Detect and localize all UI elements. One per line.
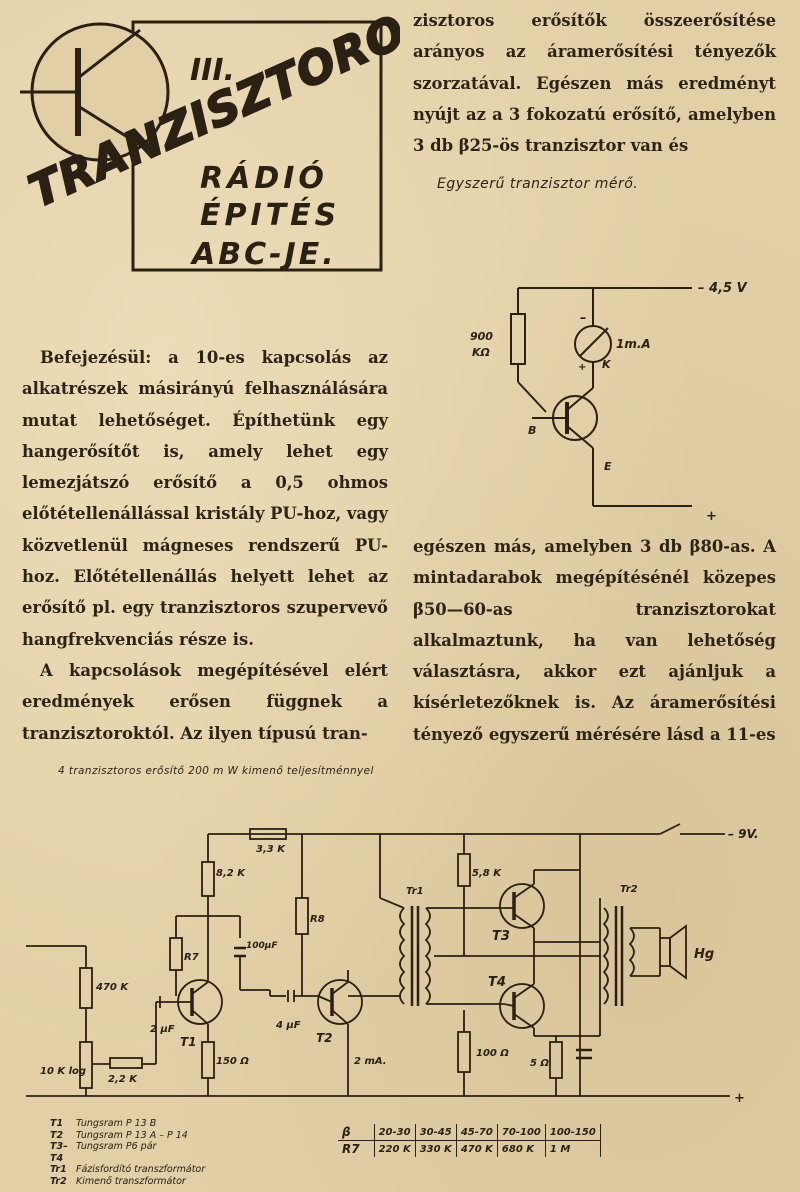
logo-word-radio: RÁDIÓ [200,159,328,196]
meter-schematic: – 4,5 V 900 KΩ 1m.A K B E + – + [470,281,748,524]
hg-label: Hg [694,947,714,962]
meter-caption: Egyszerű tranzisztor mérő. [437,176,639,192]
beta-resistor-table: β 20-30 30-45 45-70 70-100 100-150 R7 22… [338,1124,601,1157]
r8-label: R8 [310,914,325,925]
r7-label: R7 [184,952,199,963]
meter-plus: + [578,362,586,373]
base-label: B [528,424,536,437]
neg9-label: – 9V. [728,827,759,841]
c100-label: 100μF [246,941,278,951]
plus-rail-label: + [734,1091,745,1106]
t2-label: T2 [316,1031,333,1045]
paragraph: A kapcsolások megépítésével elért eredmé… [22,660,388,743]
t4-label: T4 [488,975,506,990]
logo-word-epites: ÉPITÉS [200,197,340,233]
r100-label: 100 Ω [476,1048,509,1059]
c2-label: 2 μF [150,1024,175,1035]
r10k-label: 10 K log [40,1066,86,1077]
tr1-label: Tr1 [406,886,424,897]
c4-label: 4 μF [275,1020,301,1031]
voltage-label: – 4,5 V [698,281,748,296]
resistor-unit: KΩ [472,346,490,359]
article-text-top-right: zisztoros erősítők összeerősítése arányo… [413,5,776,161]
r5-label: 5 Ω [530,1058,549,1069]
emitter-label: E [604,460,612,473]
r82-label: 8,2 K [216,868,246,879]
logo-number: III. [190,53,235,88]
table-row: R7 220 K 330 K 470 K 680 K 1 M [338,1140,601,1157]
amplifier-schematic: 3,3 K – 9V. 8,2 K R7 R8 100μF 5,8 K Tr1 … [26,823,759,1106]
title-logo: III. TRANZISZTOROS RÁDIÓ ÉPITÉS ABC-JE. [20,0,400,272]
ma2-label: 2 mA. [354,1056,387,1067]
r470-label: 470 K [95,982,129,993]
table-row: β 20-30 30-45 45-70 70-100 100-150 [338,1124,601,1141]
paragraph: egészen más, amelyben 3 db β80-as. A min… [413,537,776,744]
plus-label: + [706,509,717,524]
r150-label: 150 Ω [216,1056,249,1067]
meter-label: 1m.A [616,337,651,351]
paragraph: Befejezésül: a 10-es kapcsolás az alkatr… [22,348,389,649]
amplifier-caption: 4 tranzisztoros erősítő 200 m W kimenő t… [58,765,374,777]
resistor-label: 900 [470,330,493,343]
article-text-right-bottom: egészen más, amelyben 3 db β80-as. A min… [413,531,776,750]
t1-label: T1 [180,1035,197,1049]
r58-label: 5,8 K [472,868,502,879]
meter-minus: – [580,311,587,326]
r22-label: 2,2 K [108,1074,138,1085]
logo-word-abc: ABC-JE. [190,237,337,272]
t3-label: T3 [492,929,510,944]
article-text-left: Befejezésül: a 10-es kapcsolás az alkatr… [22,342,388,749]
r33-label: 3,3 K [256,844,286,855]
paragraph: zisztoros erősítők összeerősítése arányo… [413,11,776,156]
collector-label: K [602,358,612,371]
tr2-label: Tr2 [620,884,638,895]
